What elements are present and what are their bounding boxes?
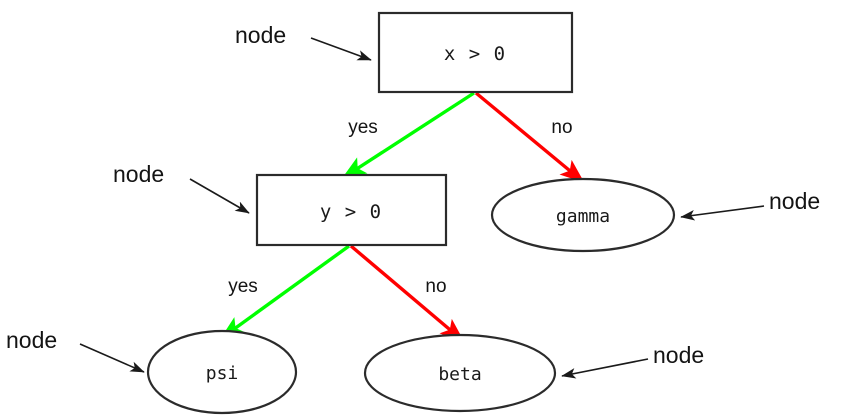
edge-label-second-no: no [425,276,446,297]
annotation-psi: node [6,327,145,373]
decision-node-root-label: x > 0 [444,43,506,65]
leaf-node-psi-ellipse [146,329,298,415]
edge-second-yes-line [220,244,350,340]
edge-root-yes: yes [341,91,475,179]
edge-label-root-yes: yes [348,117,378,138]
annotation-gamma: node [680,188,820,221]
decision-node-second-label: y > 0 [320,201,382,223]
annotation-second-label: node [113,161,164,187]
decision-node-second-rect [255,173,448,247]
leaf-node-beta-label: beta [438,364,481,385]
edge-root-no: no [474,91,585,183]
edge-root-yes-line [341,91,475,179]
leaf-node-psi-label: psi [206,363,239,384]
edge-second-yes: yes [220,244,350,340]
edge-second-no-line [349,244,465,342]
annotation-beta-pointer [561,358,649,379]
annotation-gamma-label: node [769,188,820,214]
edge-root-no-line [474,91,585,183]
decision-node-root-rect [377,11,574,94]
edge-second-no: no [349,244,465,342]
leaf-node-gamma-label: gamma [556,206,610,227]
annotation-second: node [113,161,250,214]
annotation-second-pointer [189,178,250,214]
annotation-psi-label: node [6,327,57,353]
leaf-node-gamma-ellipse [490,177,676,253]
leaf-node-gamma[interactable]: gamma [490,177,676,253]
annotation-root: node [235,22,372,61]
leaf-node-beta-ellipse [363,333,557,413]
annotation-beta-label: node [653,342,704,368]
decision-node-root[interactable]: x > 0 [377,11,574,94]
annotation-beta: node [561,342,704,379]
leaf-node-psi[interactable]: psi [146,329,298,415]
annotation-psi-pointer [79,343,145,373]
decision-node-second[interactable]: y > 0 [255,173,448,247]
edge-label-second-yes: yes [228,276,258,297]
leaf-node-beta[interactable]: beta [363,333,557,413]
annotation-root-label: node [235,22,286,48]
annotation-root-pointer [310,37,372,61]
annotation-gamma-pointer [680,205,765,221]
edge-label-root-no: no [551,117,572,138]
